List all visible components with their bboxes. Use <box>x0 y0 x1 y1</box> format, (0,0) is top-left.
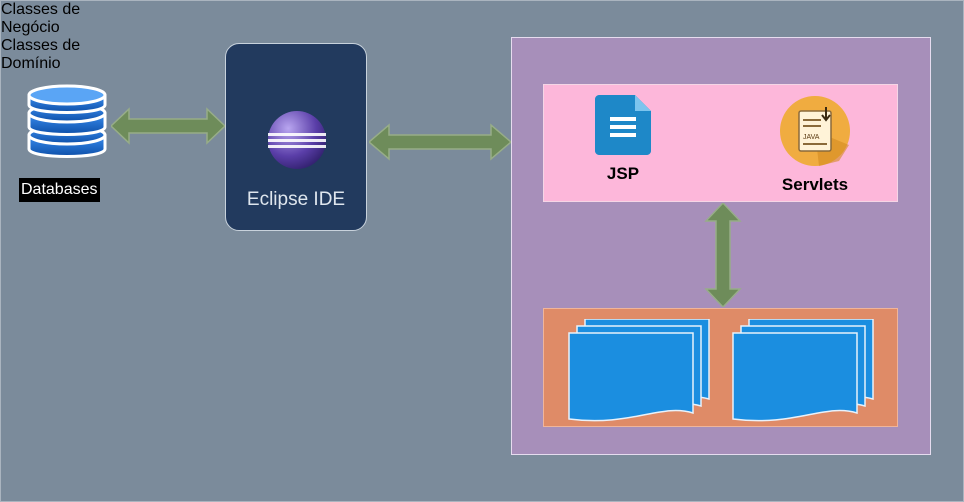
jsp-file-icon <box>595 95 651 155</box>
classes-negocio-label: Classes de Negócio <box>1 1 963 37</box>
classes-negocio-line2: Negócio <box>1 19 60 36</box>
classes-dominio-documents-icon <box>732 319 874 422</box>
servlet-file-text: JAVA <box>803 134 820 141</box>
database-icon <box>27 84 107 158</box>
classes-negocio-documents-icon <box>568 319 710 422</box>
eclipse-ide-label: Eclipse IDE <box>246 189 346 210</box>
jsp-label: JSP <box>606 164 640 183</box>
classes-dominio-line1: Classes de <box>1 37 81 54</box>
double-arrow-vertical <box>704 203 742 307</box>
classes-negocio-line1: Classes de <box>1 1 81 18</box>
servlet-java-file-icon: JAVA <box>780 96 850 166</box>
classes-dominio-line2: Domínio <box>1 55 61 72</box>
double-arrow-db-eclipse <box>111 107 225 145</box>
double-arrow-eclipse-web <box>369 123 511 161</box>
databases-label: Databases <box>19 178 100 202</box>
classes-dominio-label: Classes de Domínio <box>1 37 963 73</box>
eclipse-logo-icon <box>268 111 326 169</box>
eclipse-ide-card: Eclipse IDE <box>225 43 367 231</box>
servlets-label: Servlets <box>781 175 849 194</box>
